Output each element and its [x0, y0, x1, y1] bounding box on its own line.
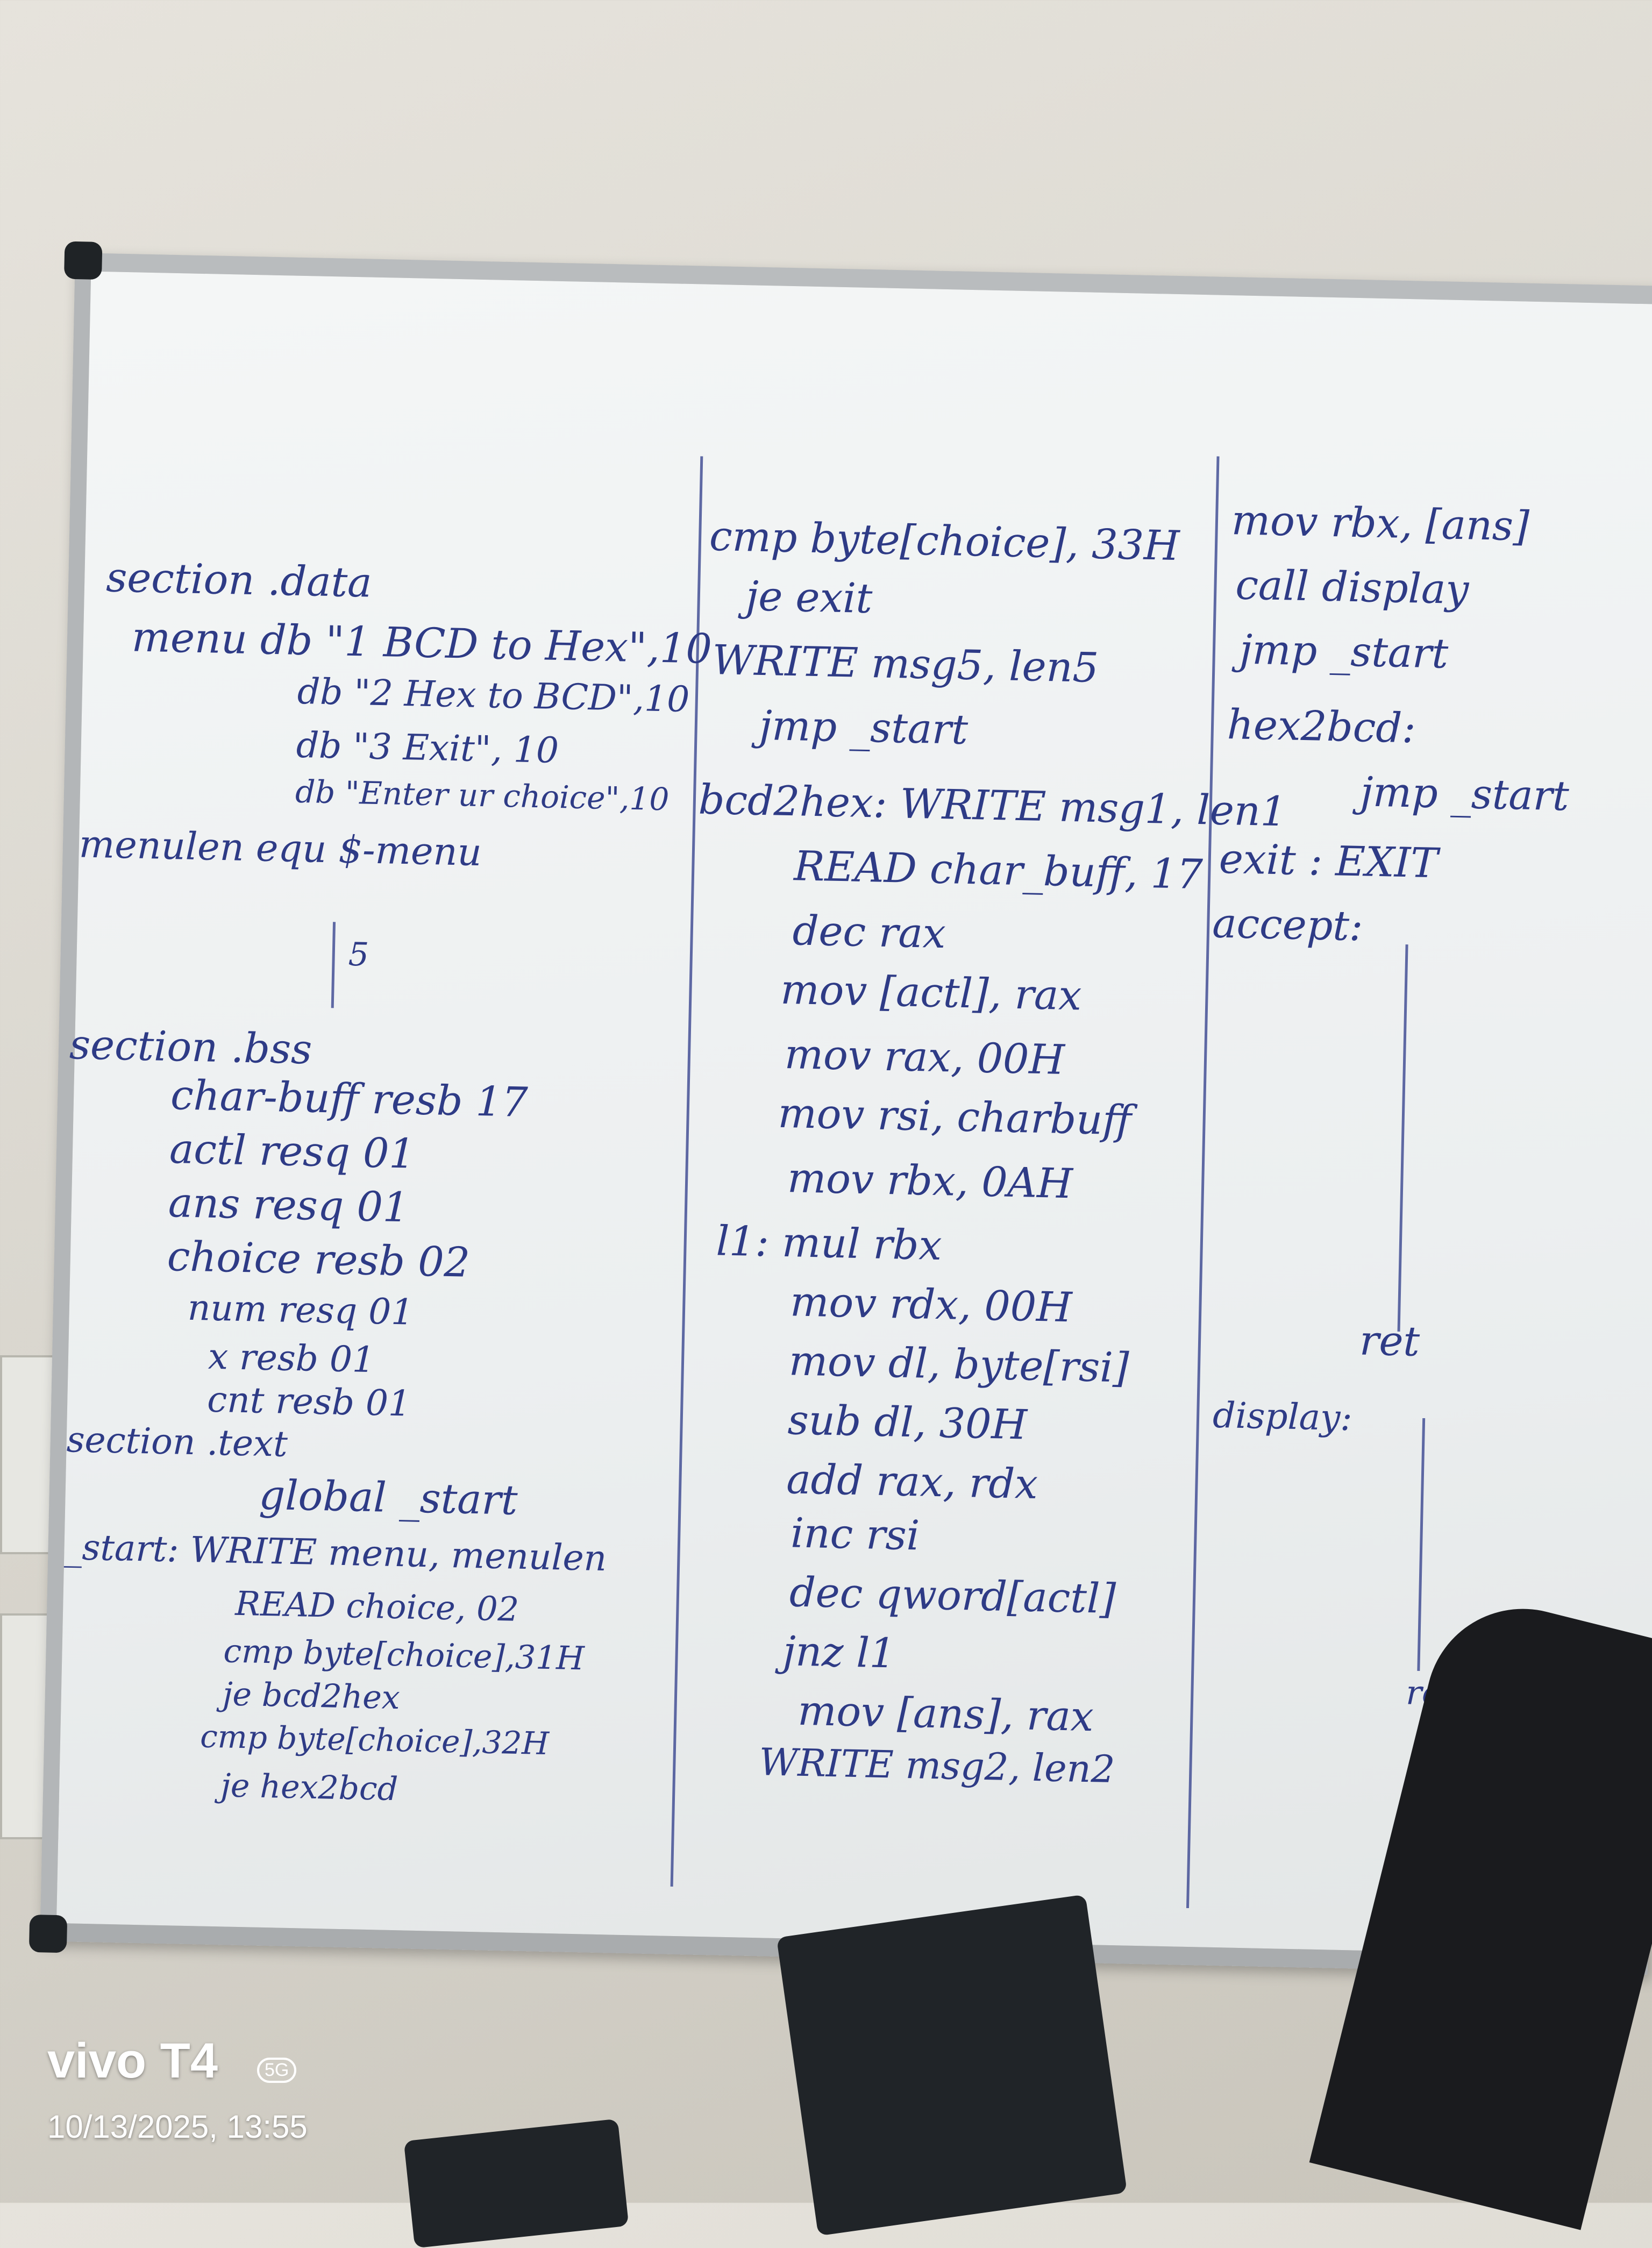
- code-line: READ char_buff, 17: [793, 842, 1204, 899]
- code-line: cmp byte[choice],32H: [200, 1718, 550, 1762]
- code-line: WRITE msg5, len5: [711, 635, 1099, 692]
- code-line: hex2bcd:: [1227, 700, 1416, 752]
- code-column-right: mov rbx, [ans] call display jmp _start h…: [91, 272, 1652, 1713]
- code-line: menulen equ $-menu: [79, 822, 482, 875]
- photo-scene: section .data menu db "1 BCD to Hex",10 …: [0, 241, 1652, 2248]
- whiteboard: section .data menu db "1 BCD to Hex",10 …: [29, 241, 1652, 1975]
- code-line: jmp _start: [1359, 767, 1570, 820]
- computer-monitor: [403, 2118, 629, 2248]
- computer-monitor: [776, 1894, 1128, 2236]
- code-line: section .bss: [69, 1020, 313, 1073]
- code-line: menu db "1 BCD to Hex",10: [131, 613, 713, 673]
- code-line: WRITE msg2, len2: [758, 1740, 1116, 1792]
- code-line: mov rbx, 0AH: [787, 1154, 1073, 1208]
- code-line: bcd2hex: WRITE msg1, len1: [698, 775, 1287, 836]
- column-divider-right: [1186, 456, 1220, 1909]
- bracket-marker: [331, 922, 336, 1008]
- code-line: jmp _start: [758, 701, 969, 753]
- code-line: db "3 Exit", 10: [296, 724, 559, 772]
- accept-body-line: [1397, 944, 1408, 1332]
- code-line: mov rax, 00H: [784, 1029, 1065, 1084]
- code-line: je hex2bcd: [220, 1767, 398, 1809]
- whiteboard-frame-corner: [29, 1914, 68, 1953]
- code-line: dec qword[actl]: [789, 1568, 1116, 1623]
- code-line: cmp byte[choice], 33H: [709, 511, 1180, 570]
- code-line: mov rbx, [ans]: [1231, 496, 1530, 550]
- code-line: accept:: [1212, 899, 1364, 950]
- code-line: mov [actl], rax: [780, 965, 1083, 1020]
- display-body-line: [1417, 1418, 1426, 1671]
- code-line: jnz l1: [782, 1627, 896, 1677]
- code-line: choice resb 02: [167, 1232, 471, 1286]
- code-line: db "2 Hex to BCD",10: [297, 670, 690, 721]
- code-line: l1: mul rbx: [715, 1217, 943, 1270]
- code-line: call display: [1235, 560, 1470, 614]
- camera-watermark-timestamp: 10/13/2025, 13:55: [47, 2109, 308, 2145]
- code-line: cnt resb 01: [206, 1378, 411, 1425]
- code-line: dec rax: [792, 906, 946, 958]
- code-line: cmp byte[choice],31H: [223, 1632, 585, 1678]
- code-line: add rax, rdx: [786, 1455, 1038, 1508]
- code-line: inc rsi: [790, 1509, 920, 1560]
- camera-watermark-5g-badge: 5G: [257, 2058, 297, 2083]
- code-line: num resq 01: [187, 1286, 414, 1333]
- whiteboard-frame-corner: [63, 241, 103, 280]
- code-line: global _start: [258, 1470, 518, 1524]
- code-line: mov [ans], rax: [797, 1686, 1094, 1741]
- code-column-middle: cmp byte[choice], 33H je exit WRITE msg5…: [91, 272, 1652, 1791]
- code-line: display:: [1212, 1394, 1353, 1439]
- code-line: section .text: [66, 1419, 288, 1465]
- code-line: je exit: [745, 572, 873, 623]
- code-line: ans resq 01: [168, 1178, 410, 1232]
- code-line: db "Enter ur choice",10: [295, 773, 670, 818]
- code-line: x resb 01: [208, 1335, 375, 1381]
- code-line: actl resq 01: [169, 1125, 416, 1178]
- camera-watermark-brand: vivo T4: [47, 2033, 218, 2088]
- code-line: mov dl, byte[rsi]: [788, 1336, 1130, 1392]
- wall-switch-plate-upper: [0, 1355, 59, 1554]
- code-line: 5: [348, 935, 369, 974]
- code-line: mov rsi, charbuff: [777, 1089, 1133, 1144]
- code-line: exit : EXIT: [1218, 834, 1439, 887]
- code-line: char-buff resb 17: [170, 1071, 529, 1126]
- code-line: _start: WRITE menu, menulen: [63, 1526, 607, 1580]
- code-column-left: section .data menu db "1 BCD to Hex",10 …: [64, 272, 1652, 1808]
- code-line: section .data: [105, 553, 373, 607]
- code-line: jmp _start: [1239, 625, 1449, 678]
- code-line: je bcd2hex: [222, 1675, 401, 1717]
- code-line: READ choice, 02: [234, 1583, 519, 1629]
- code-line: mov rdx, 00H: [789, 1277, 1073, 1332]
- code-line: ret: [1359, 1316, 1420, 1365]
- code-line: sub dl, 30H: [787, 1396, 1028, 1449]
